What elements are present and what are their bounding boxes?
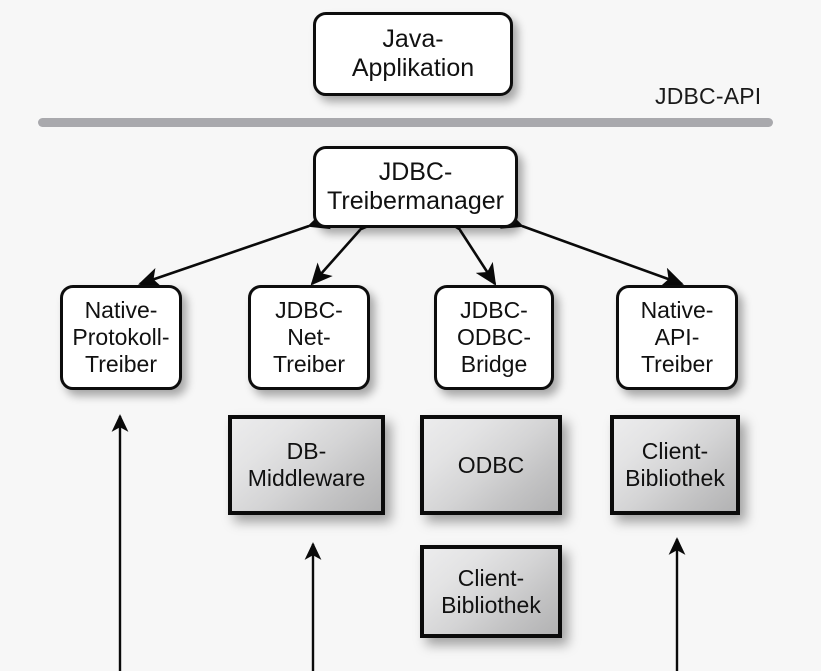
node-jdbc-odbc-bridge-label: JDBC- ODBC- Bridge xyxy=(456,297,532,377)
node-client-bibliothek-right-label: Client- Bibliothek xyxy=(625,438,725,491)
node-native-api-treiber[interactable]: Native- API- Treiber xyxy=(616,285,738,390)
node-odbc-label: ODBC xyxy=(457,451,525,478)
node-native-protokoll-treiber-label: Native- Protokoll- Treiber xyxy=(72,297,170,377)
node-odbc[interactable]: ODBC xyxy=(420,415,562,515)
node-db-middleware-label: DB- Middleware xyxy=(247,438,366,491)
connector-manager-jdbc-net xyxy=(310,208,381,286)
connector-manager-native-protokoll xyxy=(138,209,331,288)
node-jdbc-net-treiber-label: JDBC- Net- Treiber xyxy=(273,297,345,377)
node-native-protokoll-treiber[interactable]: Native- Protokoll- Treiber xyxy=(60,285,182,390)
node-jdbc-treibermanager-label: JDBC- Treibermanager xyxy=(327,157,504,215)
node-db-middleware[interactable]: DB- Middleware xyxy=(228,415,385,515)
node-client-bibliothek-middle[interactable]: Client- Bibliothek xyxy=(420,545,562,638)
jdbc-api-separator-bar xyxy=(38,118,773,127)
node-jdbc-odbc-bridge[interactable]: JDBC- ODBC- Bridge xyxy=(434,285,554,390)
node-client-bibliothek-middle-label: Client- Bibliothek xyxy=(441,564,541,618)
node-java-applikation-label: Java- Applikation xyxy=(351,24,475,82)
node-client-bibliothek-right[interactable]: Client- Bibliothek xyxy=(610,415,740,515)
connector-manager-native-api xyxy=(499,209,684,287)
node-jdbc-net-treiber[interactable]: JDBC- Net- Treiber xyxy=(248,285,370,390)
jdbc-api-label: JDBC-API xyxy=(655,83,762,109)
node-native-api-treiber-label: Native- API- Treiber xyxy=(640,297,714,377)
node-java-applikation[interactable]: Java- Applikation xyxy=(313,12,513,96)
node-jdbc-treibermanager[interactable]: JDBC- Treibermanager xyxy=(313,146,518,228)
connector-manager-jdbc-odbc-bridge xyxy=(440,207,497,286)
